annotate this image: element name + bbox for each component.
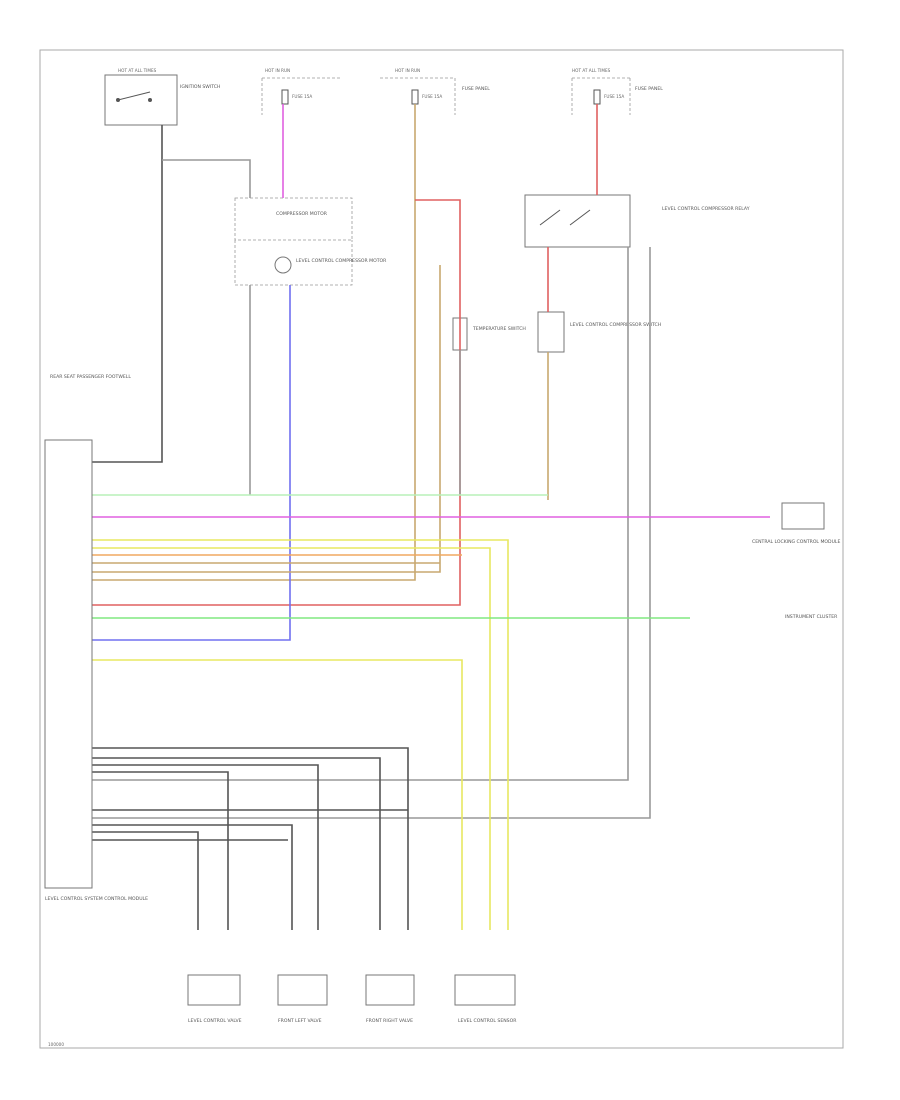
wire-blk-758	[92, 757, 381, 930]
control-module: REAR SEAT PASSENGER FOOTWELL LEVEL CONTR…	[44, 374, 148, 902]
wire-blk-825	[92, 824, 293, 930]
wire-blk-748	[92, 747, 409, 930]
valve-3-label: FRONT RIGHT VALVE	[366, 1018, 413, 1024]
valve-1: LEVEL CONTROL VALVE	[187, 974, 242, 1024]
valve-3: FRONT RIGHT VALVE	[365, 974, 415, 1024]
corner-code: 100000	[48, 1042, 64, 1047]
wire-blk-832	[92, 831, 199, 930]
fuse-mid: HOT IN RUN FUSE 15A FUSE PANEL	[380, 68, 490, 115]
wire-fuse-mid-brn	[92, 104, 416, 581]
fuse-left-rating: FUSE 15A	[292, 94, 312, 99]
compressor-motor-sub-label: LEVEL CONTROL COMPRESSOR MOTOR	[296, 258, 387, 264]
ignition-switch-hot-label: HOT AT ALL TIMES	[118, 68, 157, 73]
wire-ignition-blk	[92, 125, 163, 463]
fuse-right-rating: FUSE 15A	[604, 94, 624, 99]
ignition-switch: HOT AT ALL TIMES IGNITION SWITCH	[104, 68, 220, 126]
level-sensor-label: LEVEL CONTROL SENSOR	[458, 1018, 517, 1024]
level-sensor: LEVEL CONTROL SENSOR	[454, 974, 517, 1024]
fuse-right: HOT AT ALL TIMES FUSE 15A FUSE PANEL	[571, 68, 663, 115]
temperature-switch-label: TEMPERATURE SWITCH	[472, 326, 526, 332]
ignition-switch-label: IGNITION SWITCH	[180, 84, 220, 90]
fuse-right-hot-label: HOT AT ALL TIMES	[572, 68, 611, 73]
temperature-switch: TEMPERATURE SWITCH	[452, 317, 526, 351]
central-locking-label: CENTRAL LOCKING CONTROL MODULE	[752, 539, 840, 545]
valve-2-label: FRONT LEFT VALVE	[278, 1018, 322, 1024]
diagram-frame	[39, 49, 844, 1049]
valve-1-label: LEVEL CONTROL VALVE	[188, 1018, 242, 1024]
wire-yel-548	[92, 547, 491, 930]
relay-label: LEVEL CONTROL COMPRESSOR RELAY	[662, 206, 750, 212]
wire-blk-765	[92, 764, 319, 930]
wire-yel-540	[92, 539, 509, 930]
level-switch-label: LEVEL CONTROL COMPRESSOR SWITCH	[570, 322, 661, 328]
wire-blk-772	[92, 771, 229, 930]
wire-brn-2	[92, 265, 441, 573]
fuse-left: HOT IN RUN FUSE 15A	[261, 68, 340, 115]
module-label: LEVEL CONTROL SYSTEM CONTROL MODULE	[45, 896, 148, 902]
instrument-cluster: INSTRUMENT CLUSTER	[785, 614, 838, 620]
wires	[92, 104, 770, 930]
fuse-left-hot-label: HOT IN RUN	[265, 68, 290, 73]
compressor-motor-label: COMPRESSOR MOTOR	[276, 211, 328, 217]
level-control-switch: LEVEL CONTROL COMPRESSOR SWITCH	[537, 311, 661, 353]
compressor-motor: COMPRESSOR MOTOR LEVEL CONTROL COMPRESSO…	[234, 197, 387, 286]
central-locking-module: CENTRAL LOCKING CONTROL MODULE	[752, 502, 840, 545]
valve-2: FRONT LEFT VALVE	[277, 974, 328, 1024]
wire-relay-gry-1	[92, 247, 629, 781]
fuse-mid-label: FUSE PANEL	[462, 86, 490, 92]
wire-relay-gry-2	[92, 247, 651, 819]
compressor-relay: LEVEL CONTROL COMPRESSOR RELAY	[524, 194, 750, 248]
fuse-mid-hot-label: HOT IN RUN	[395, 68, 420, 73]
fuse-mid-rating: FUSE 15A	[422, 94, 442, 99]
wire-compressor-blu	[92, 285, 291, 641]
module-location-label: REAR SEAT PASSENGER FOOTWELL	[50, 374, 131, 380]
wire-yel-660	[92, 659, 463, 930]
instrument-cluster-label: INSTRUMENT CLUSTER	[785, 614, 838, 620]
fuse-right-label: FUSE PANEL	[635, 86, 663, 92]
wire-ignition-gry	[162, 159, 251, 198]
